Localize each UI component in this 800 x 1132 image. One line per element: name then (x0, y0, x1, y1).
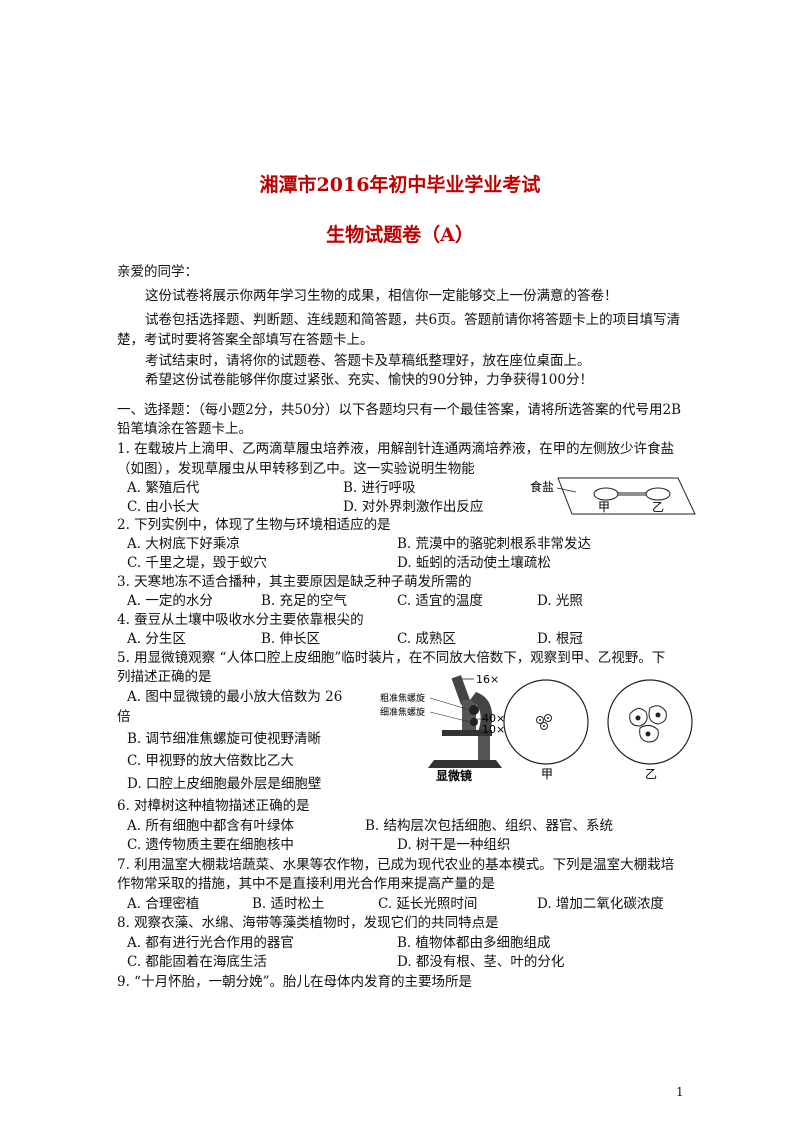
option: C. 由小长大 (127, 499, 200, 515)
question-text: 列描述正确的是 (117, 669, 212, 685)
option: A. 都有进行光合作用的器官 (127, 935, 294, 951)
option: D. 口腔上皮细胞最外层是细胞壁 (127, 776, 322, 792)
option: A. 合理密植 (127, 896, 200, 912)
question-text: 2. 下列实例中，体现了生物与环境相适应的是 (117, 517, 391, 533)
option: B. 进行呼吸 (343, 480, 416, 496)
intro-paragraph: 试卷包括选择题、判断题、连线题和简答题，共6页。答题前请你将答题卡上的项目填写清 (145, 312, 681, 328)
option: A. 分生区 (127, 631, 186, 647)
option: A. 繁殖后代 (127, 480, 200, 496)
option: B. 调节细准焦螺旋可使视野清晰 (127, 731, 322, 747)
option: D. 光照 (537, 593, 583, 609)
objective-10x-label: 10× (482, 723, 505, 736)
option: D. 蚯蚓的活动使土壤疏松 (397, 555, 551, 571)
coarse-focus-label: 粗准焦螺旋 (380, 692, 425, 704)
option: B. 结构层次包括细胞、组织、器官、系统 (365, 818, 614, 834)
cells-small-icon (536, 714, 552, 730)
objective-40x-label: 40× (482, 712, 505, 725)
question-text: 8. 观察衣藻、水绵、海带等藻类植物时，发现它们的共同特点是 (117, 915, 499, 931)
option: A. 图中显微镜的最小放大倍数为 26 (127, 689, 343, 705)
microscope-figure: 16× 粗准焦螺旋 细准焦螺旋 40× 10× 显微镜 甲 乙 (380, 673, 693, 782)
question-text: 3. 天寒地冻不适合播种，其主要原因是缺乏种子萌发所需的 (117, 574, 472, 590)
option: D. 都没有根、茎、叶的分化 (397, 954, 565, 970)
question-text: 9. “十月怀胎，一朝分娩”。胎儿在母体内发育的主要场所是 (117, 974, 472, 990)
question-text: 6. 对樟树这种植物描述正确的是 (117, 798, 310, 814)
cells-large-icon (629, 705, 667, 743)
option: B. 充足的空气 (261, 593, 348, 609)
option: C. 成熟区 (397, 631, 456, 647)
question-text: （如图），发现草履虫从甲转移到乙中。这一实验说明生物能 (117, 461, 475, 477)
option: D. 树干是一种组织 (397, 837, 511, 853)
option: C. 甲视野的放大倍数比乙大 (127, 753, 294, 769)
option: B. 伸长区 (261, 631, 321, 647)
page-title: 湘潭市2016年初中毕业学业考试 (259, 174, 541, 196)
question-text: 7. 利用温室大棚栽培蔬菜、水果等农作物，已成为现代农业的基本模式。下列是温室大… (117, 857, 675, 873)
option: A. 所有细胞中都含有叶绿体 (127, 818, 294, 834)
option: C. 适宜的温度 (397, 593, 483, 609)
option: B. 荒漠中的骆驼刺根系非常发达 (397, 536, 592, 552)
jia-label: 甲 (598, 500, 610, 514)
option: A. 大树底下好乘凉 (127, 536, 240, 552)
page-subtitle: 生物试题卷（A） (326, 224, 474, 246)
salt-label: 食盐 (530, 479, 554, 494)
option: 倍 (117, 709, 131, 725)
option: C. 遗传物质主要在细胞核中 (127, 837, 294, 853)
microscope-label: 显微镜 (436, 768, 472, 782)
ocular-16x-label: 16× (476, 673, 499, 686)
intro-paragraph: 这份试卷将展示你两年学习生物的成果，相信你一定能够交上一份满意的答卷！ (145, 288, 618, 304)
question-text: 5. 用显微镜观察 “人体口腔上皮细胞”临时装片，在不同放大倍数下，观察到甲、乙… (117, 650, 666, 666)
fine-focus-label: 细准焦螺旋 (380, 706, 425, 718)
intro-greeting: 亲爱的同学： (117, 264, 198, 280)
option: D. 对外界刺激作出反应 (343, 499, 484, 515)
question-text: 作物常采取的措施，其中不是直接利用光合作用来提高产量的是 (117, 876, 495, 892)
slide-figure: 食盐 甲 乙 (530, 477, 696, 515)
page-number: 1 (676, 1085, 684, 1099)
option: B. 植物体都由多细胞组成 (397, 935, 551, 951)
yi-label: 乙 (652, 500, 664, 514)
question-text: 1. 在载玻片上滴甲、乙两滴草履虫培养液，用解剖针连通两滴培养液，在甲的左侧放少… (117, 441, 675, 457)
microscope-icon (428, 675, 502, 768)
intro-paragraph: 希望这份试卷能够伴你度过紧张、充实、愉快的90分钟，力争获得100分！ (145, 372, 593, 388)
intro-paragraph: 考试结束时，请将你的试题卷、答题卡及草稿纸整理好，放在座位桌面上。 (145, 353, 591, 369)
section-heading: 铅笔填涂在答题卡上。 (117, 421, 252, 437)
section-heading: 一、选择题：（每小题2分，共50分）以下各题均只有一个最佳答案，请将所选答案的代… (117, 402, 682, 418)
field-jia-label: 甲 (541, 767, 553, 781)
intro-paragraph: 楚，考试时要将答案全部填写在答题卡上。 (117, 332, 374, 348)
option: C. 延长光照时间 (378, 896, 478, 912)
field-yi-label: 乙 (645, 767, 657, 781)
option: B. 适时松土 (252, 896, 325, 912)
question-text: 4. 蚕豆从土壤中吸收水分主要依靠根尖的 (117, 612, 364, 628)
option: D. 根冠 (537, 631, 583, 647)
option: A. 一定的水分 (127, 593, 213, 609)
option: C. 都能固着在海底生活 (127, 954, 267, 970)
option: C. 千里之堤，毁于蚁穴 (127, 555, 267, 571)
option: D. 增加二氧化碳浓度 (537, 896, 664, 912)
